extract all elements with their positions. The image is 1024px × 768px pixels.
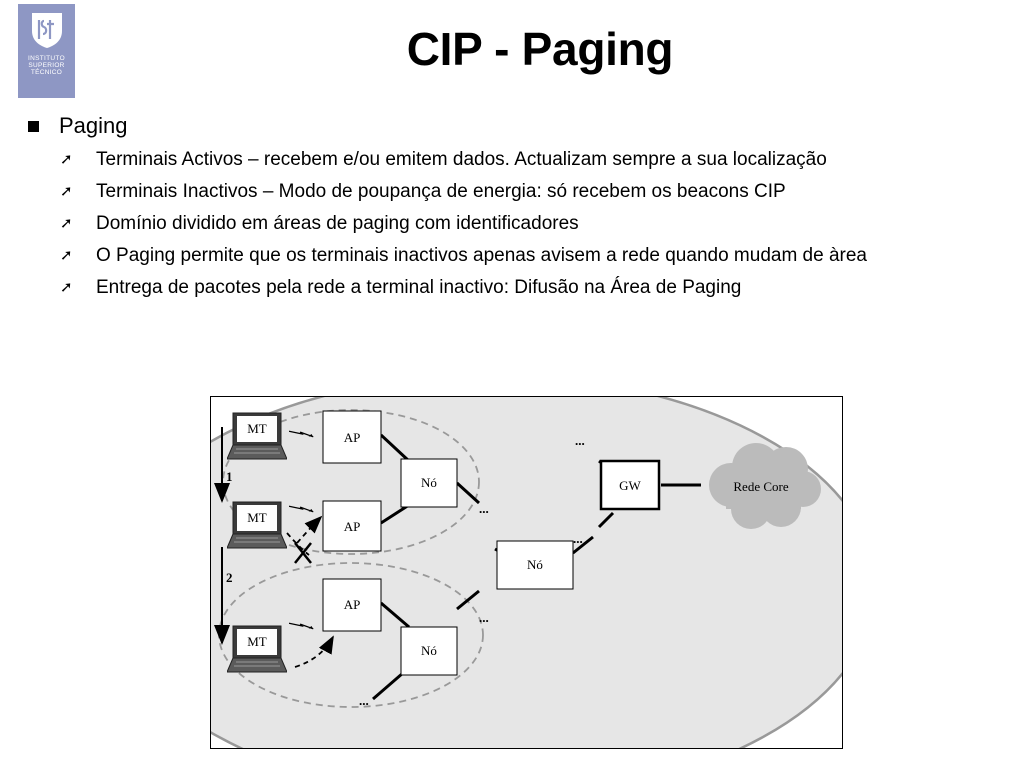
link xyxy=(379,433,411,463)
no-node: Nó xyxy=(400,458,458,508)
ap-label: AP xyxy=(344,519,361,534)
arrow-bullet-icon: ➚ xyxy=(60,215,73,232)
institution-logo: INSTITUTO SUPERIOR TÉCNICO xyxy=(18,4,75,98)
arrow-bullet-icon: ➚ xyxy=(60,183,73,200)
link xyxy=(455,481,481,505)
no-label: Nó xyxy=(421,475,437,490)
list-item-text: Terminais Inactivos – Modo de poupança d… xyxy=(96,181,786,202)
mt-label: MT xyxy=(247,510,267,525)
step-label: 2 xyxy=(226,570,233,585)
paging-diagram-svg: ... ... ... ... ... AP AP AP Nó Nó xyxy=(211,397,842,748)
main-bullet: Paging xyxy=(28,113,128,139)
shield-icon xyxy=(31,13,62,48)
arrow-bullet-icon: ➚ xyxy=(60,279,73,296)
list-item: ➚ Domínio dividido em áreas de paging com… xyxy=(60,213,960,234)
sub-bullet-list: ➚ Terminais Activos – recebem e/ou emitem… xyxy=(60,149,960,309)
no-label: Nó xyxy=(421,643,437,658)
laptop-icon: MT xyxy=(227,625,287,673)
dashed-arrow xyxy=(294,635,334,668)
dashed-line xyxy=(286,532,310,556)
paging-area-1 xyxy=(222,409,480,555)
logo-line: INSTITUTO xyxy=(28,55,65,62)
gateway-label: GW xyxy=(619,478,641,493)
link xyxy=(456,589,480,611)
no-node: Nó xyxy=(496,540,574,590)
dashed-arrow xyxy=(296,515,323,544)
link xyxy=(372,671,404,701)
no-label: Nó xyxy=(527,557,543,572)
list-item-text: Domínio dividido em áreas de paging com … xyxy=(96,213,579,234)
arrow-bullet-icon: ➚ xyxy=(60,247,73,264)
gateway-node: GW xyxy=(599,459,661,511)
link xyxy=(380,601,410,629)
list-item-text: Terminais Activos – recebem e/ou emitem … xyxy=(96,149,827,170)
logo-text: INSTITUTO SUPERIOR TÉCNICO xyxy=(28,55,65,76)
list-item: ➚ Entrega de pacotes pela rede a terminal… xyxy=(60,277,960,298)
laptop-icon: MT xyxy=(227,412,287,460)
link xyxy=(597,511,615,529)
ap-node: AP xyxy=(322,578,382,632)
ellipsis: ... xyxy=(359,693,369,708)
ellipsis: ... xyxy=(479,610,489,625)
ap-node: AP xyxy=(322,410,382,464)
ellipsis: ... xyxy=(573,531,583,546)
ap-node: AP xyxy=(322,500,382,552)
list-item: ➚ O Paging permite que os terminais inact… xyxy=(60,245,960,266)
mt-label: MT xyxy=(247,421,267,436)
blocked-x-icon xyxy=(294,542,312,564)
ap-label: AP xyxy=(344,597,361,612)
step-label: 1 xyxy=(226,469,233,484)
ellipsis: ... xyxy=(479,501,489,516)
logo-line: SUPERIOR xyxy=(28,62,65,69)
no-node: Nó xyxy=(400,626,458,676)
main-bullet-text: Paging xyxy=(59,113,128,138)
list-item: ➚ Terminais Activos – recebem e/ou emitem… xyxy=(60,149,960,170)
list-item: ➚ Terminais Inactivos – Modo de poupança … xyxy=(60,181,960,202)
square-bullet-icon xyxy=(28,120,39,132)
slide-title: CIP - Paging xyxy=(406,23,674,75)
ap-label: AP xyxy=(344,430,361,445)
link xyxy=(572,535,594,555)
laptop-icon: MT xyxy=(227,501,287,549)
logo-line: TÉCNICO xyxy=(30,69,63,76)
mt-label: MT xyxy=(247,634,267,649)
ellipsis: ... xyxy=(575,433,585,448)
arrow-bullet-icon: ➚ xyxy=(60,151,73,168)
rede-core-cloud xyxy=(709,443,821,529)
list-item-text: O Paging permite que os terminais inacti… xyxy=(96,245,867,266)
link xyxy=(380,503,410,525)
paging-diagram: ... ... ... ... ... AP AP AP Nó Nó xyxy=(210,396,843,749)
list-item-text: Entrega de pacotes pela rede a terminal … xyxy=(96,277,742,298)
rede-core-label: Rede Core xyxy=(733,479,788,494)
